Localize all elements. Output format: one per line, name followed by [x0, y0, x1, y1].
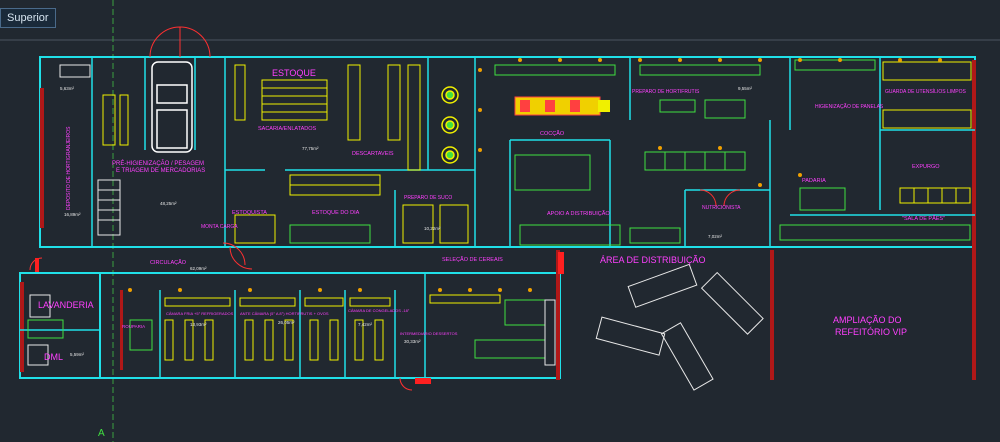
distribution-counters: [595, 263, 764, 391]
label-estoque: ESTOQUE: [272, 68, 316, 78]
area-labels: 5,63m² 77,75m² 10,22m² 48,25m² 16,89m² 6…: [60, 86, 753, 357]
label-ampliacao-2: REFEITÓRIO VIP: [835, 327, 907, 337]
label-preparo-suco: PREPARO DE SUCO: [404, 195, 452, 201]
area-label: 13,93m²: [190, 322, 207, 327]
area-label: 77,75m²: [302, 146, 319, 151]
label-padaria: PADARIA: [802, 178, 826, 184]
label-monta-carga: MONTA CARGA: [201, 224, 238, 230]
delivery-vehicle: [151, 61, 193, 153]
area-label: 48,25m²: [160, 201, 177, 206]
label-intermediario: INTERMEDIARIO DESSERTOS: [400, 331, 458, 336]
area-label: 7,42m²: [358, 322, 373, 327]
masonry-walls: [20, 60, 976, 380]
label-sala-paes: "SALA DE PÃES": [902, 215, 945, 222]
door-leaves: [35, 252, 564, 384]
label-estoque-dia: ESTOQUE DO DIA: [312, 210, 360, 216]
doors: [29, 26, 741, 391]
area-label: 62,09m²: [190, 266, 207, 271]
label-nutricionista: NUTRICIONISTA: [702, 205, 741, 211]
area-label: 10,22m²: [424, 226, 441, 231]
label-estoquista: ESTOQUISTA: [232, 210, 267, 216]
label-pre-higienizacao: PRÉ-HIGIENIZAÇÃO / PESAGEM: [112, 160, 204, 167]
cooking-range: [514, 96, 610, 116]
label-sacaria: SACARIA/ENLATADOS: [258, 126, 317, 132]
kettles: [441, 86, 459, 164]
label-dml: DML: [44, 352, 63, 362]
label-ampliacao-1: AMPLIAÇÃO DO: [833, 315, 902, 325]
label-camara-1: CÂMARA FRIA +5° REFRIGERADOS: [166, 311, 234, 316]
label-descartaveis: DESCARTAVEIS: [352, 151, 394, 157]
room-labels: ESTOQUE SACARIA/ENLATADOS DESCARTAVEIS E…: [38, 68, 967, 362]
area-label: 30,33m²: [404, 339, 421, 344]
label-triagem: E TRIAGEM DE MERCADORIAS: [116, 168, 205, 174]
label-circulacao: CIRCULAÇÃO: [150, 259, 187, 266]
area-label: 9,55m²: [738, 86, 753, 91]
label-deposito: DEPOSITO DE HORTIGRANJEIROS: [66, 126, 72, 210]
label-camara-2: ANTE CÂMARA (5° A 8°) HORTIFRUTIS + OVOS: [240, 311, 329, 316]
label-camara-3: CÂMARA DE CONGELADOS -18°: [348, 308, 410, 313]
inner-walls: [20, 57, 975, 378]
area-label: 26,05m²: [278, 320, 295, 325]
area-label: 5,59m²: [70, 352, 85, 357]
label-guarda: GUARDA DE UTENSÍLIOS LIMPOS: [885, 88, 967, 95]
equipment-tags: [128, 58, 942, 292]
label-apoio: APOIO A DISTRIBUIÇÃO: [547, 210, 610, 217]
viewport-name-tab[interactable]: Superior: [0, 8, 56, 28]
area-label: 7,02m²: [708, 234, 723, 239]
area-label: 16,89m²: [64, 212, 81, 217]
label-selecao: SELEÇÃO DE CEREAIS: [442, 256, 503, 263]
work-benches: [27, 59, 971, 359]
storage-shelves: [102, 61, 972, 361]
label-expurgo: EXPURGO: [912, 164, 940, 170]
label-area-distribuicao: ÁREA DE DISTRIBUIÇÃO: [600, 255, 706, 265]
label-higienizacao: HIGIENIZAÇÃO DE PANELAS: [815, 103, 884, 110]
label-lavanderia: LAVANDERIA: [38, 300, 94, 310]
label-preparo-hortifrutis: PREPARO DE HORTIFRUTIS: [632, 89, 700, 95]
label-rouparia: ROUPARIA: [122, 324, 145, 329]
label-coccao: COCÇÃO: [540, 130, 565, 137]
staircase: [97, 179, 121, 236]
axis-label: A: [98, 428, 105, 439]
area-label: 5,63m²: [60, 86, 75, 91]
fixtures: [27, 64, 556, 366]
